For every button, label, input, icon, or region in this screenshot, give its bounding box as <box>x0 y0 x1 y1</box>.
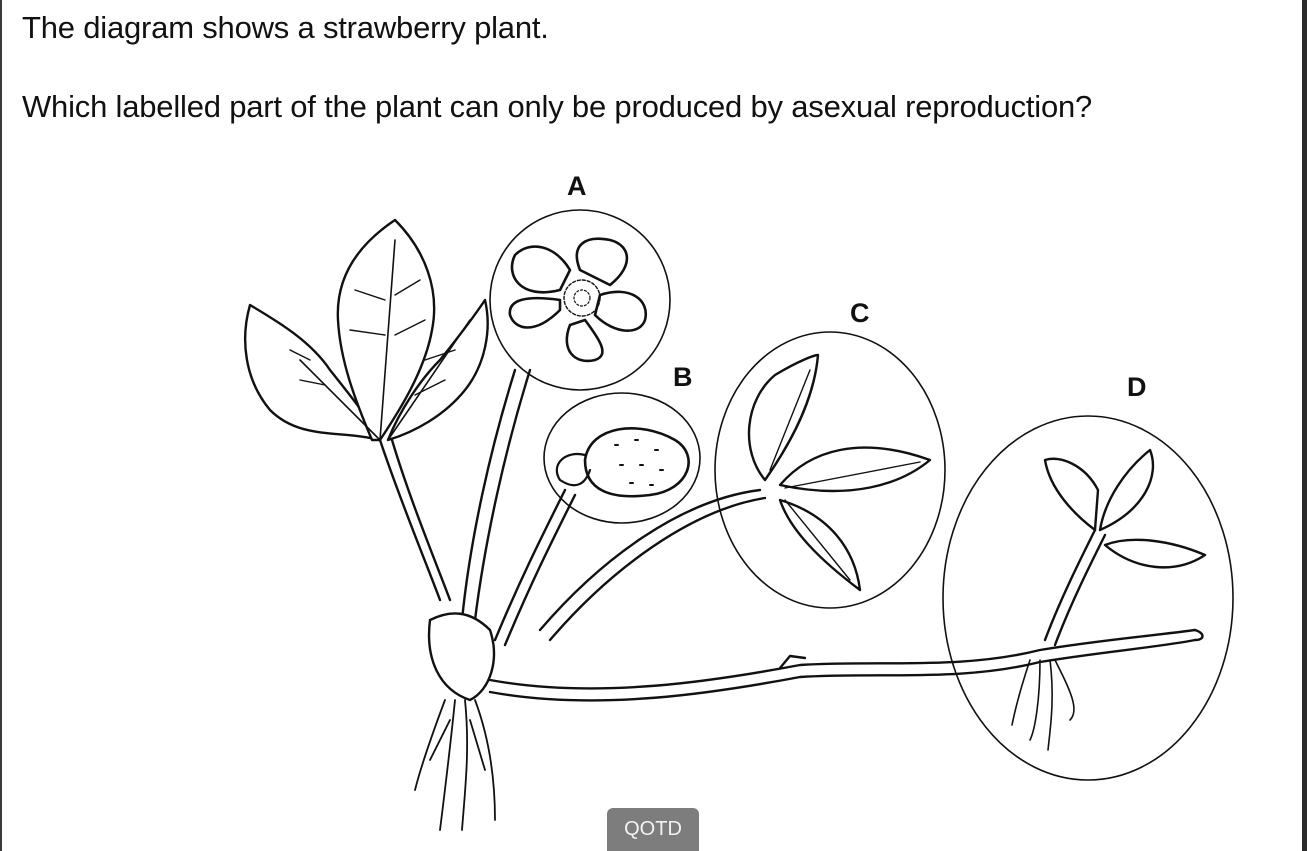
leaf-cluster-icon <box>244 218 489 442</box>
question-text: Which labelled part of the plant can onl… <box>22 89 1093 124</box>
flower-icon <box>489 209 671 391</box>
qotd-badge[interactable]: QOTD <box>607 808 699 851</box>
label-d: D <box>1127 372 1147 402</box>
left-border <box>0 0 2 851</box>
roots-icon <box>414 699 496 831</box>
label-c: C <box>850 298 870 328</box>
leaves-icon <box>714 331 946 609</box>
crown-icon <box>427 612 496 702</box>
stems-icon <box>378 368 767 647</box>
label-a: A <box>567 171 587 201</box>
strawberry-fruit-icon <box>543 392 701 524</box>
label-b: B <box>673 362 693 392</box>
runner-icon <box>488 628 1204 702</box>
right-border <box>1302 0 1307 851</box>
question-intro: The diagram shows a strawberry plant. <box>22 10 549 45</box>
plantlet-icon <box>942 415 1234 781</box>
